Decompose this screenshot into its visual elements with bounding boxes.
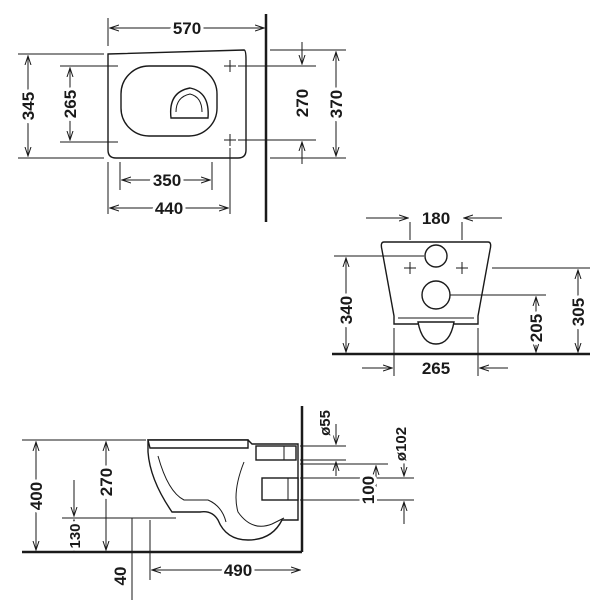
side-view-inlet-pipe (255, 445, 297, 461)
dim-350: 350 (153, 171, 181, 190)
top-view: 570 345 265 350 440 270 370 (16, 14, 349, 222)
dim-370: 370 (327, 90, 346, 118)
top-view-fixing-mark-bottom (224, 134, 236, 146)
rear-view-outlet-hole (421, 280, 451, 310)
dim-270-top: 270 (293, 89, 312, 117)
dim-270-side: 270 (97, 468, 116, 496)
dim-400: 400 (27, 482, 46, 510)
side-view-trap (235, 461, 285, 527)
side-view-bowl-profile (147, 439, 299, 541)
side-view-outlet-pipe (261, 477, 299, 501)
rear-view: 180 265 340 205 305 (332, 206, 591, 381)
dim-o55: ø55 (317, 410, 334, 436)
rear-view-inlet-hole (424, 244, 448, 268)
dim-265-rear: 265 (422, 359, 450, 378)
dim-345: 345 (19, 92, 38, 120)
dim-40: 40 (111, 567, 130, 586)
dim-o102: ø102 (393, 427, 410, 461)
dim-180: 180 (422, 209, 450, 228)
dim-490: 490 (224, 561, 252, 580)
dim-265-top: 265 (61, 90, 80, 118)
top-view-flush-inner (175, 93, 203, 113)
dim-340: 340 (337, 296, 356, 324)
side-view-bowl-inner (157, 455, 227, 523)
dim-100: 100 (359, 476, 378, 504)
rear-view-fixing-right (456, 262, 468, 274)
dim-440: 440 (155, 199, 183, 218)
side-view-seat (147, 439, 249, 449)
top-view-flush-opening (169, 87, 209, 119)
side-view: 400 270 130 40 490 ø55 ø102 100 (22, 406, 414, 600)
rear-view-fixing-left (404, 262, 416, 274)
dim-305: 305 (569, 298, 588, 326)
dim-570: 570 (173, 19, 201, 38)
dim-205: 205 (527, 314, 546, 342)
rear-view-outlet (417, 321, 455, 345)
dim-130: 130 (67, 523, 84, 548)
top-view-fixing-mark-top (224, 60, 236, 72)
